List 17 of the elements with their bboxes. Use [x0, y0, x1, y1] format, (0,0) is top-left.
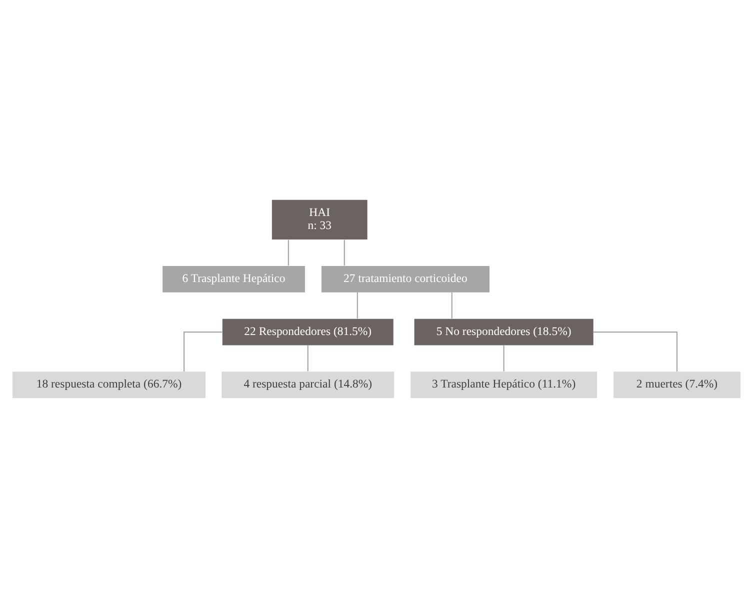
node-box: 6 Trasplante Hepático [162, 265, 305, 292]
connector [503, 344, 504, 371]
node-box: 3 Trasplante Hepático (11.1%) [410, 371, 597, 398]
connector [593, 330, 678, 372]
node-box: 27 tratamiento corticoideo [321, 265, 490, 292]
node-box: 5 No respondedores (18.5%) [414, 318, 594, 345]
connector [288, 239, 289, 266]
connector [356, 292, 358, 318]
connector [307, 344, 308, 371]
node-box: 2 muertes (7.4%) [614, 371, 740, 398]
node-box: 22 Respondedores (81.5%) [222, 318, 394, 345]
connector [451, 292, 452, 318]
node-box: 4 respuesta parcial (14.8%) [222, 371, 394, 398]
connector [344, 239, 345, 266]
node-box: HAI n: 33 [272, 199, 368, 240]
connector [184, 330, 222, 372]
node-box: 18 respuesta completa (66.7%) [12, 371, 206, 398]
